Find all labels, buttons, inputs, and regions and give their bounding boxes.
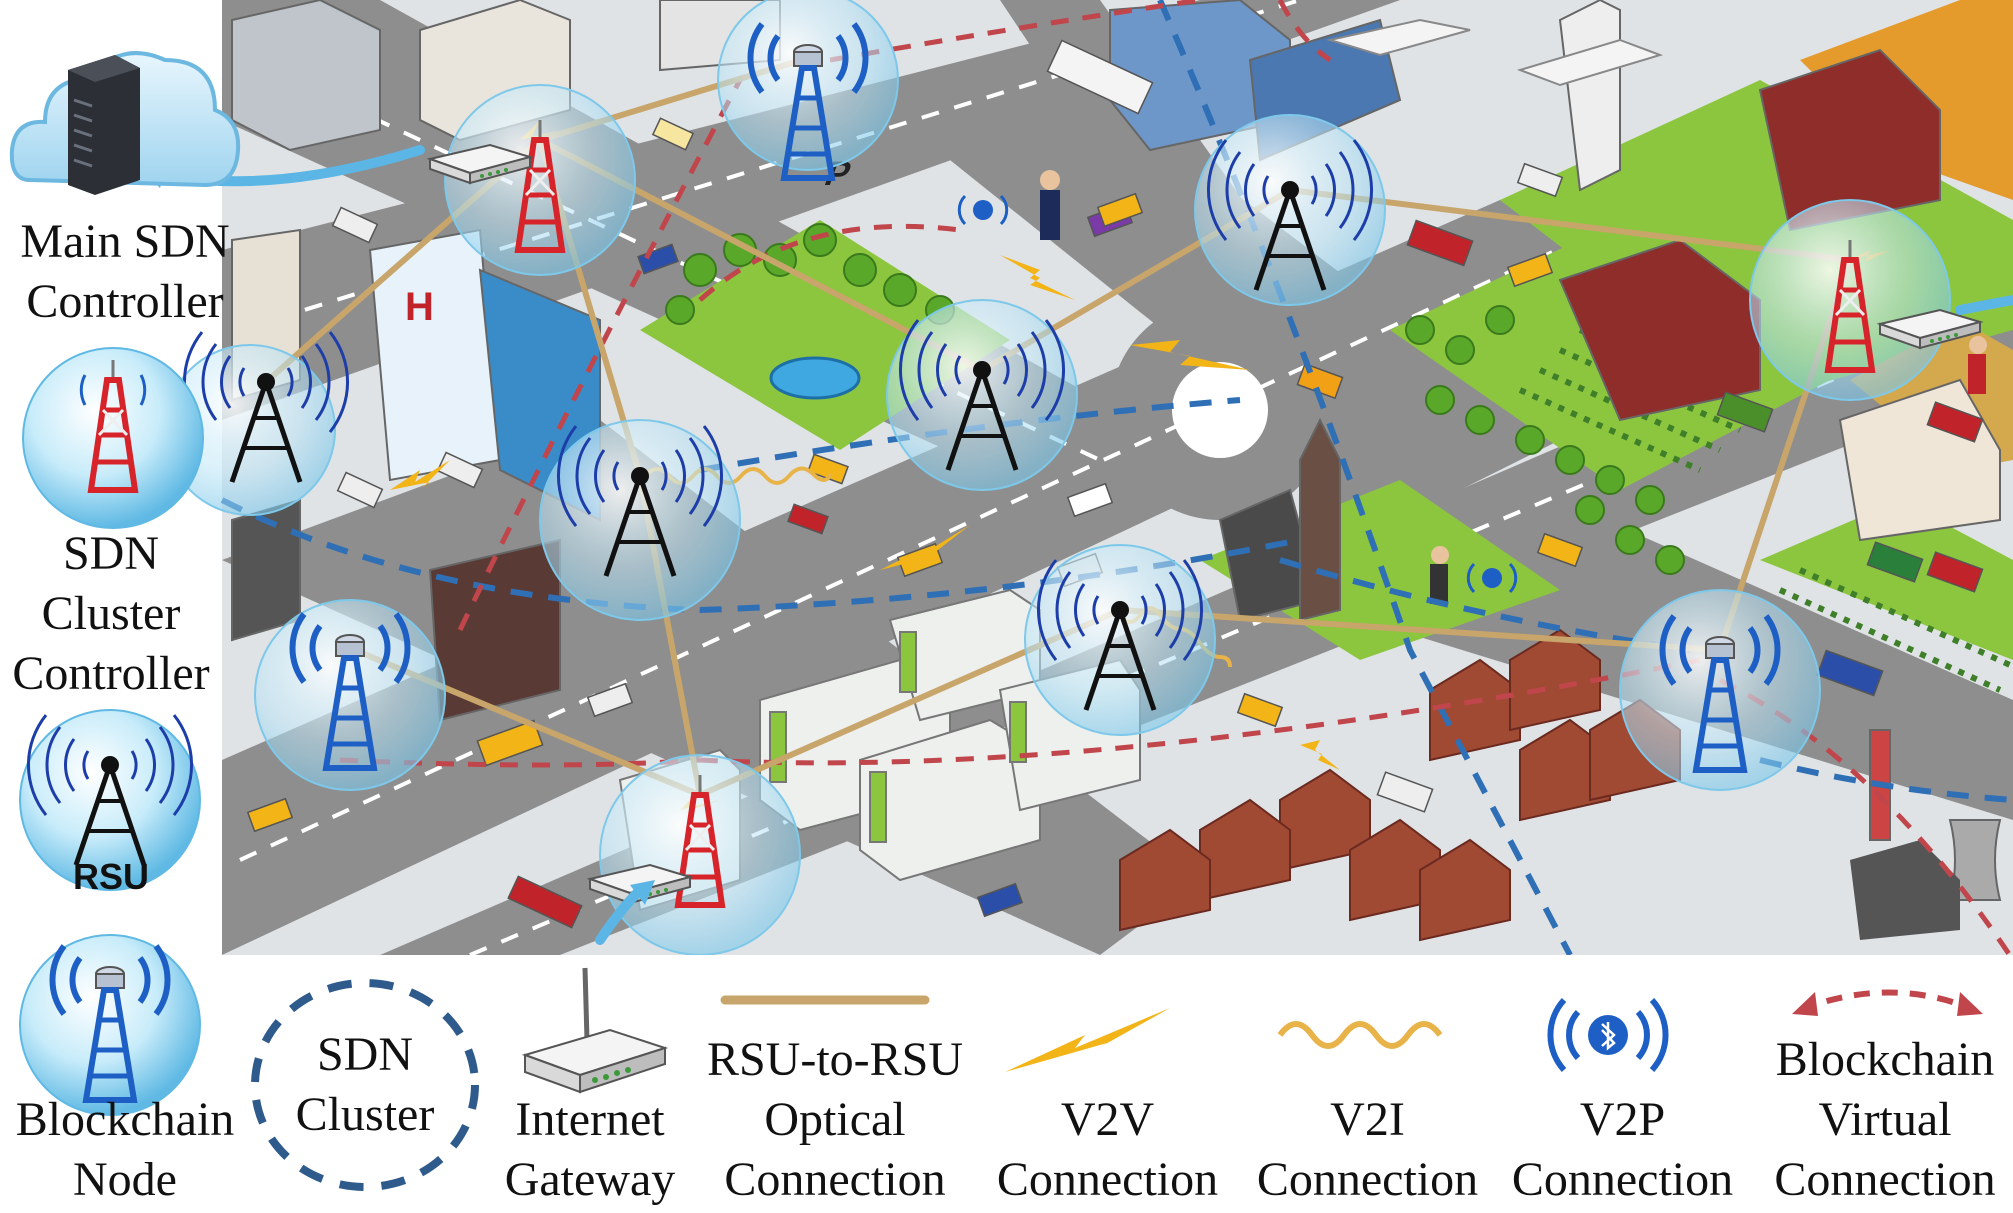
internet-gateway-icon <box>521 967 669 1094</box>
blockchain-virtual-icon <box>1792 989 1983 1016</box>
main-sdn-controller-label: Main SDN Controller <box>20 215 230 328</box>
hospital-sign: H <box>405 285 434 329</box>
internet-gateway-label: Internet Gateway <box>504 1093 676 1206</box>
blockchain-virtual-connection-label: Blockchain Virtual Connection <box>1774 1033 1996 1206</box>
v2i-connection-label: V2I Connection <box>1256 1093 1479 1206</box>
sdn-cluster-controller-label: SDN Cluster Controller <box>12 527 210 700</box>
v2v-lightning-icon <box>1005 1008 1170 1072</box>
sdn-cluster-label: SDN Cluster <box>295 1028 435 1141</box>
v2p-connection-label: V2P Connection <box>1511 1093 1734 1206</box>
v2i-wave-icon <box>1277 1021 1443 1049</box>
v2v-connection-label: V2V Connection <box>996 1093 1219 1206</box>
main-sdn-controller-icon <box>9 51 241 195</box>
coverage-bubbles <box>164 0 1951 956</box>
sdn-cluster-icon <box>251 979 479 1191</box>
sdn-cluster-controller-icon <box>22 347 204 529</box>
rsu-icon <box>19 709 201 891</box>
city-scene: P H <box>222 0 2013 957</box>
rsu-badge-label: RSU <box>72 856 149 897</box>
v2p-bluetooth-icon <box>1547 997 1669 1073</box>
blockchain-node-label: Blockchain Node <box>15 1093 235 1206</box>
optical-connection-label: RSU-to-RSU Optical Connection <box>706 1033 964 1206</box>
blockchain-node-icon <box>19 934 201 1116</box>
v2p-links <box>957 194 1518 594</box>
pedestrians <box>1040 170 1987 604</box>
